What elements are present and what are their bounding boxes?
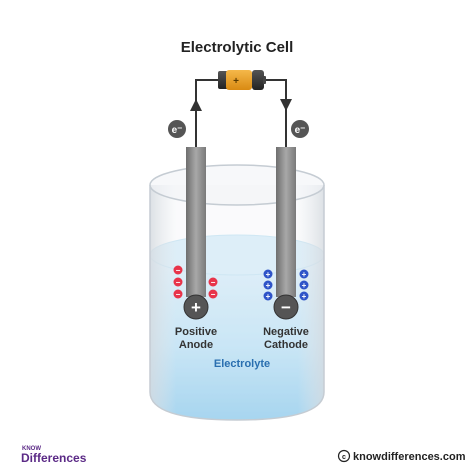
arrow-down-icon xyxy=(280,99,292,111)
svg-text:−: − xyxy=(176,266,181,275)
svg-text:+: + xyxy=(266,270,271,279)
anode-electrode xyxy=(186,147,206,297)
svg-text:+: + xyxy=(302,281,307,290)
diagram-title: Electrolytic Cell xyxy=(181,39,294,56)
cathode-sign: − xyxy=(281,298,291,317)
anion-1: − xyxy=(173,265,183,275)
anode-label-line2: Anode xyxy=(179,339,213,351)
circuit-wire xyxy=(195,79,287,150)
battery-icon: + xyxy=(218,70,266,90)
brand-logo-line2: Differences xyxy=(21,451,87,465)
anode-label-line1: Positive xyxy=(175,326,217,338)
cation-2: + xyxy=(263,280,273,290)
battery-plus-label: + xyxy=(233,76,239,87)
electron-label-left: e⁻ xyxy=(172,125,183,136)
brand-logo-line1: KNOW xyxy=(22,446,41,452)
cathode-electrode xyxy=(276,147,296,297)
cathode-label-line2: Cathode xyxy=(264,339,308,351)
svg-text:+: + xyxy=(266,281,271,290)
svg-text:c: c xyxy=(342,454,346,461)
electron-badge-right: e⁻ xyxy=(291,120,309,138)
electrolyte-label: Electrolyte xyxy=(214,358,270,370)
anion-4: − xyxy=(208,277,218,287)
electron-label-right: e⁻ xyxy=(295,125,306,136)
cathode-sign-badge: − xyxy=(273,294,299,320)
anode-sign: + xyxy=(191,298,201,317)
cation-3: + xyxy=(263,291,273,301)
cation-6: + xyxy=(299,291,309,301)
website-text: knowdifferences.com xyxy=(353,451,466,463)
svg-text:−: − xyxy=(176,290,181,299)
arrow-up-icon xyxy=(190,99,202,111)
svg-text:−: − xyxy=(176,278,181,287)
svg-text:+: + xyxy=(266,292,271,301)
cation-1: + xyxy=(263,269,273,279)
anion-2: − xyxy=(173,277,183,287)
svg-text:+: + xyxy=(302,292,307,301)
svg-text:−: − xyxy=(211,290,216,299)
anode-sign-badge: + xyxy=(183,294,209,320)
cathode-ions: + + + + + + xyxy=(263,269,309,301)
electron-badge-left: e⁻ xyxy=(168,120,186,138)
anion-5: − xyxy=(208,289,218,299)
cathode-label-line1: Negative xyxy=(263,326,309,338)
copyright-icon: c xyxy=(337,449,351,463)
cation-5: + xyxy=(299,280,309,290)
anode-ions: − − − − − xyxy=(173,265,218,299)
svg-text:−: − xyxy=(211,278,216,287)
svg-text:+: + xyxy=(302,270,307,279)
cation-4: + xyxy=(299,269,309,279)
anion-3: − xyxy=(173,289,183,299)
